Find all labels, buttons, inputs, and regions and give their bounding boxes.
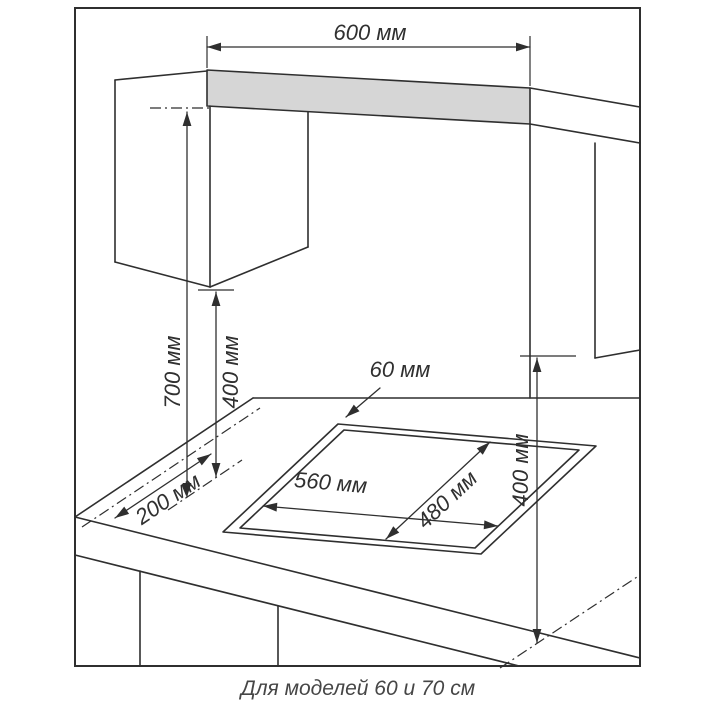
cabinet-bottom-left-edge: [114, 261, 211, 288]
hob-cutout: [222, 423, 597, 555]
wall-strip-band: [206, 69, 531, 125]
countertop: [74, 397, 641, 669]
dim-line-cutout-depth: [385, 441, 491, 540]
cutout-inner-opening: [239, 429, 580, 549]
dim-label-top-width: 600 мм: [334, 20, 407, 45]
side-panel-base: [594, 349, 641, 359]
dim-label-side-clearance: 400 мм: [508, 434, 533, 507]
diagram-border: [74, 7, 641, 667]
cabinet-top-edge: [114, 70, 208, 81]
counter-right-reference-dashline: [499, 574, 641, 669]
dim-label-edge-gap: 60 мм: [370, 357, 431, 382]
wall-strip-extension-bottom: [529, 123, 641, 144]
upper-cabinet: [114, 70, 309, 288]
leader-line-edge-gap: [345, 387, 381, 418]
dim-label-total-height: 700 мм: [160, 336, 185, 409]
dim-label-cutout-width: 560 мм: [293, 467, 368, 498]
dim-label-clearance-above: 400 мм: [218, 336, 243, 409]
cabinet-bottom-right-edge: [209, 246, 309, 288]
diagram-caption: Для моделей 60 и 70 см: [239, 677, 475, 700]
dim-label-front-depth: 200 мм: [130, 468, 205, 530]
counter-front-edge: [74, 516, 641, 659]
wall-section: [206, 69, 641, 399]
dim-line-cutout-width: [262, 502, 499, 530]
dim-line-front-depth: [114, 453, 212, 519]
counter-slab-bottom-edge: [74, 554, 520, 667]
cutout-outer-rim: [222, 423, 597, 555]
wall-strip-extension-top: [529, 87, 641, 108]
